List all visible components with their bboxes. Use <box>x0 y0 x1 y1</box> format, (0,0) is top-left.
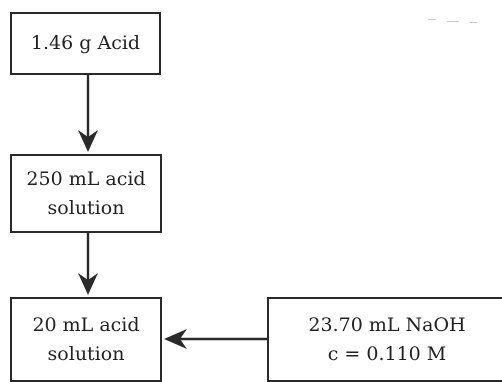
acid-solution-box: 250 mL acid solution <box>10 154 162 233</box>
acid-solution-label-line2: solution <box>47 196 125 219</box>
naoh-concentration-label: c = 0.110 M <box>327 342 447 365</box>
naoh-box: 23.70 mL NaOH c = 0.110 M <box>267 297 502 382</box>
acid-aliquot-label-line1: 20 mL acid <box>32 313 140 336</box>
scan-mark <box>428 19 436 20</box>
arrowhead-naoh-to-aliquot <box>164 329 187 349</box>
acid-mass-label: 1.46 g Acid <box>30 32 141 54</box>
acid-aliquot-box: 20 mL acid solution <box>10 297 162 382</box>
scan-mark <box>470 22 477 23</box>
scan-mark <box>447 21 459 22</box>
acid-solution-label-line1: 250 mL acid <box>26 167 146 190</box>
arrowhead-mass-to-solution <box>78 130 98 152</box>
acid-mass-box: 1.46 g Acid <box>10 12 161 75</box>
naoh-volume-label: 23.70 mL NaOH <box>308 313 466 336</box>
acid-aliquot-label-line2: solution <box>47 342 125 365</box>
arrowhead-solution-to-aliquot <box>78 273 98 295</box>
